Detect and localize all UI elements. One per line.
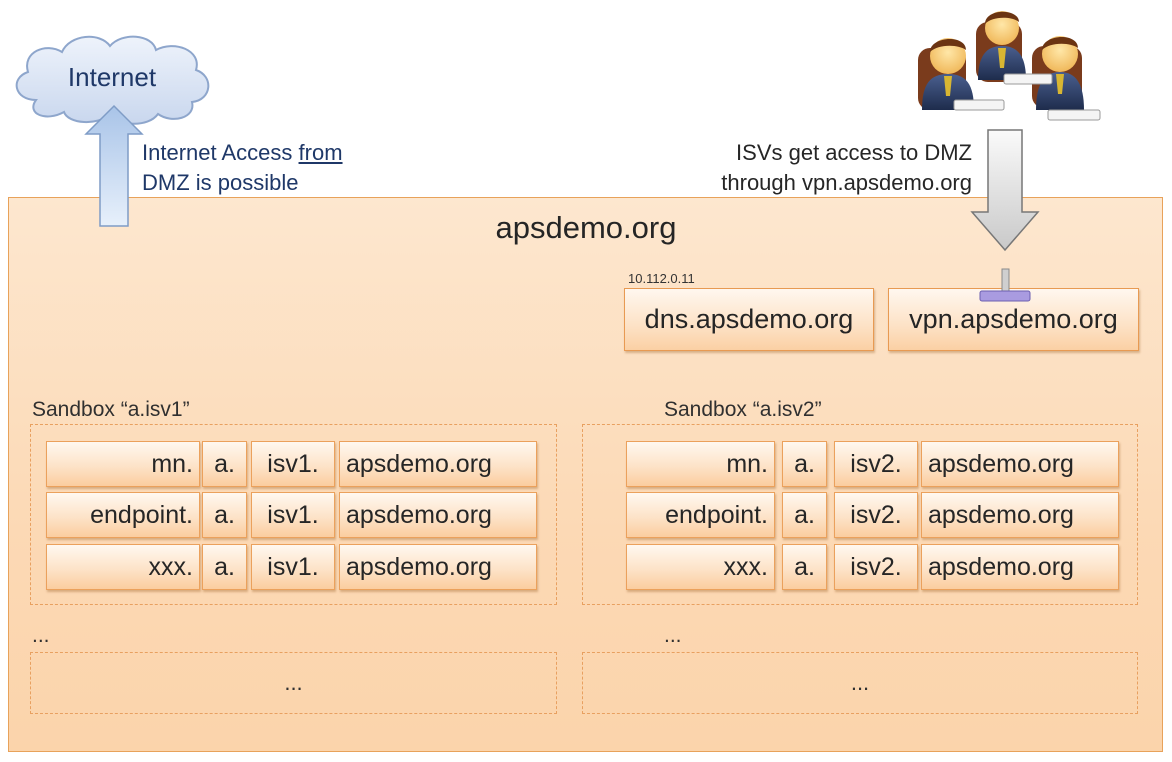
internet-note-prefix: Internet Access: [142, 140, 299, 165]
sandbox1-row2-isv: isv1.: [251, 492, 335, 538]
internet-note-underlined: from: [298, 140, 343, 165]
dns-server-box: dns.apsdemo.org: [624, 288, 874, 351]
sandbox1-row1-host: mn.: [46, 441, 200, 487]
dns-ip-label: 10.112.0.11: [628, 271, 695, 286]
sandbox2-row1-domain: apsdemo.org: [921, 441, 1119, 487]
sandbox2-row2-isv: isv2.: [834, 492, 918, 538]
vpn-server-label: vpn.apsdemo.org: [909, 304, 1118, 334]
sandbox2-row3-host: xxx.: [626, 544, 775, 590]
sandbox2-row2-domain: apsdemo.org: [921, 492, 1119, 538]
sandbox2-row1-a: a.: [782, 441, 827, 487]
isv-access-note: ISVs get access to DMZ through vpn.apsde…: [620, 138, 972, 198]
down-arrow-icon: [970, 129, 1040, 252]
isv-note-line1: ISVs get access to DMZ: [736, 140, 972, 165]
sandbox2-label: Sandbox “a.isv2”: [664, 398, 822, 421]
sandbox1-row1-isv: isv1.: [251, 441, 335, 487]
sandbox1-row3-domain: apsdemo.org: [339, 544, 537, 590]
sandbox2-row3-a: a.: [782, 544, 827, 590]
sandbox2-frame: mn. a. isv2. apsdemo.org endpoint. a. is…: [582, 424, 1138, 605]
more-sandboxes-right-label: ...: [664, 624, 682, 647]
internet-note-line2: DMZ is possible: [142, 170, 299, 195]
sandbox1-row3-a: a.: [202, 544, 247, 590]
more-left-box-text: ...: [284, 670, 303, 695]
network-connector-icon: [979, 268, 1031, 302]
sandbox1-label: Sandbox “a.isv1”: [32, 398, 190, 421]
zone-title: apsdemo.org: [495, 210, 677, 245]
sandbox1-row2-a: a.: [202, 492, 247, 538]
sandbox2-row2-a: a.: [782, 492, 827, 538]
sandbox1-row3-isv: isv1.: [251, 544, 335, 590]
more-right-box-text: ...: [850, 670, 870, 695]
isv-users-icon: [918, 11, 1101, 121]
sandbox1-row1-a: a.: [202, 441, 247, 487]
sandbox1-row2-host: endpoint.: [46, 492, 200, 538]
internet-access-note: Internet Access from DMZ is possible: [142, 138, 343, 198]
sandbox1-row2-domain: apsdemo.org: [339, 492, 537, 538]
sandbox2-row3-domain: apsdemo.org: [921, 544, 1119, 590]
sandbox2-row2-host: endpoint.: [626, 492, 775, 538]
more-sandboxes-left-box: ...: [30, 652, 557, 714]
sandbox2-row1-host: mn.: [626, 441, 775, 487]
sandbox1-frame: mn. a. isv1. apsdemo.org endpoint. a. is…: [30, 424, 557, 605]
sandbox2-row1-isv: isv2.: [834, 441, 918, 487]
dns-server-label: dns.apsdemo.org: [644, 304, 854, 334]
up-arrow-icon: [84, 104, 144, 227]
more-sandboxes-left-label: ...: [32, 624, 50, 647]
isv-note-line2: through vpn.apsdemo.org: [721, 170, 972, 195]
sandbox1-row3-host: xxx.: [46, 544, 200, 590]
sandbox1-row1-domain: apsdemo.org: [339, 441, 537, 487]
sandbox2-row3-isv: isv2.: [834, 544, 918, 590]
more-sandboxes-right-box: ...: [582, 652, 1138, 714]
internet-label: Internet: [67, 62, 157, 92]
